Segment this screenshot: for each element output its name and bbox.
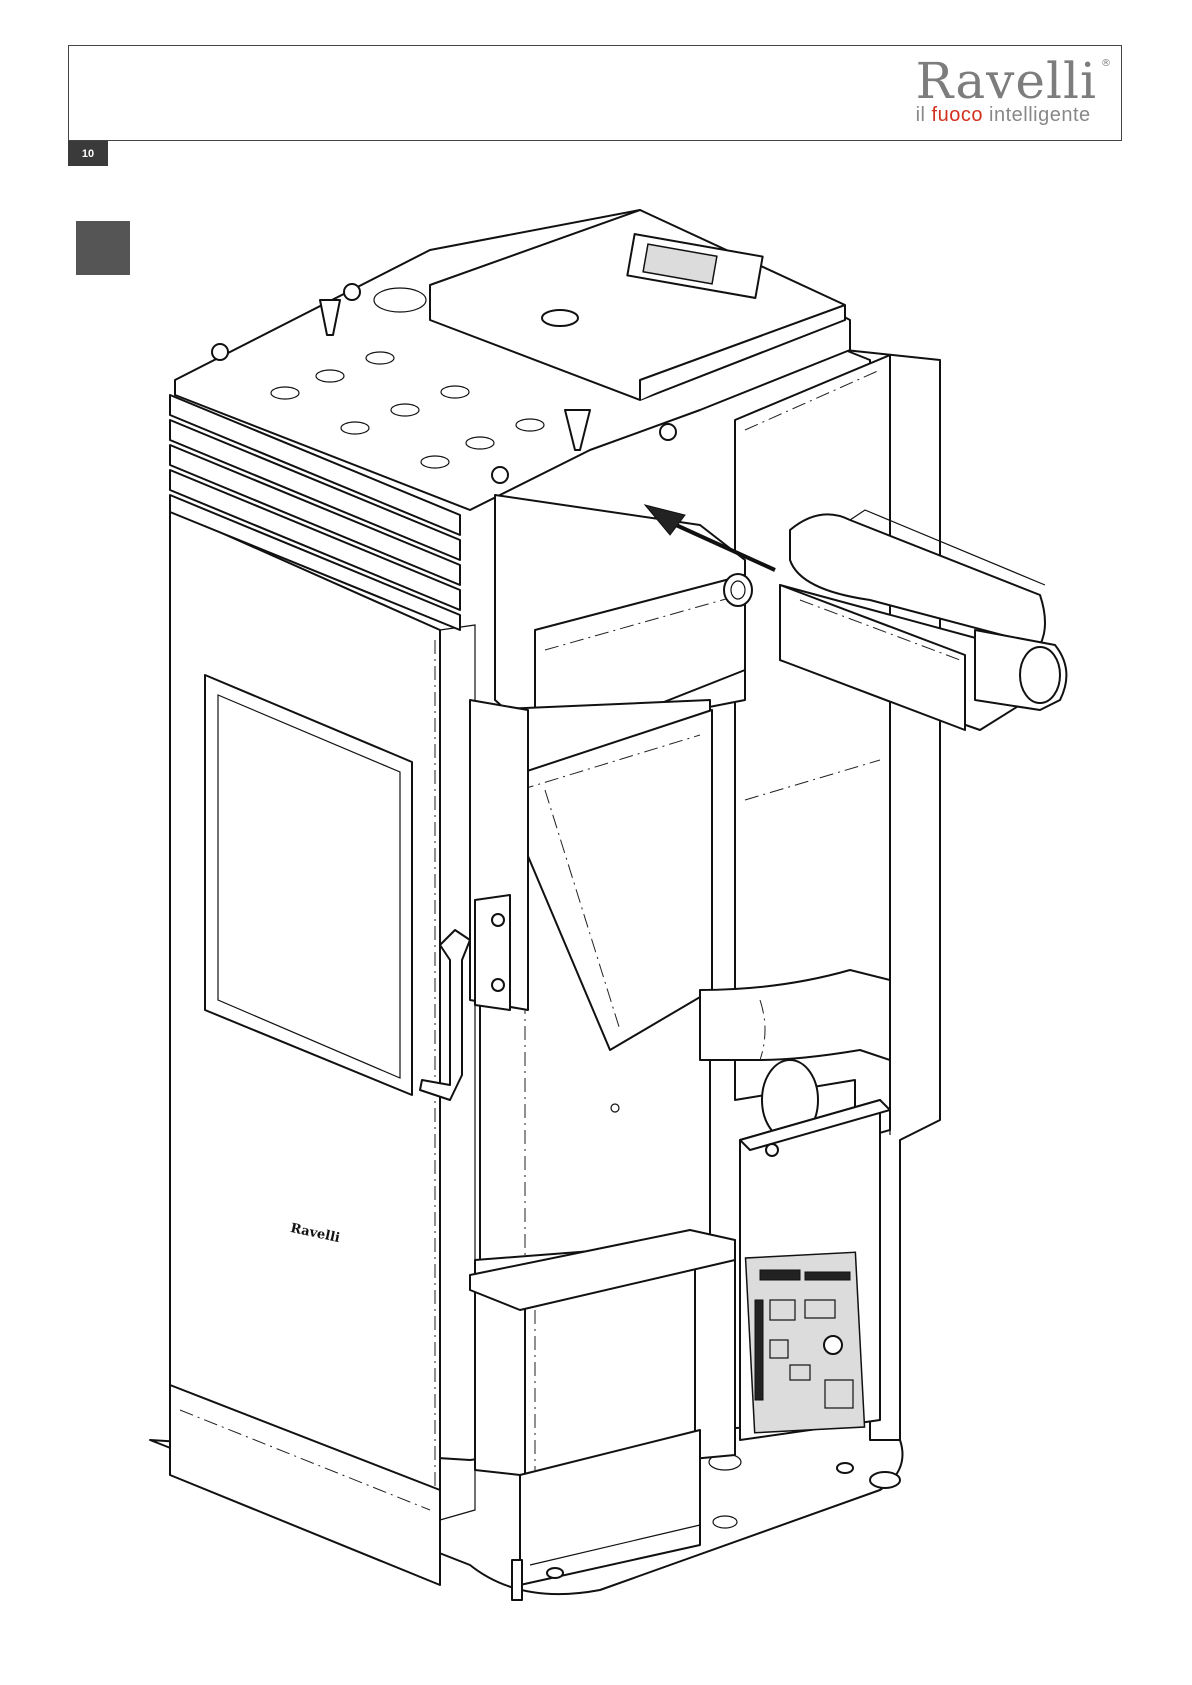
exhaust-pipe — [700, 970, 890, 1060]
side-bracket — [475, 895, 510, 1010]
pipe-clamp — [724, 574, 752, 606]
